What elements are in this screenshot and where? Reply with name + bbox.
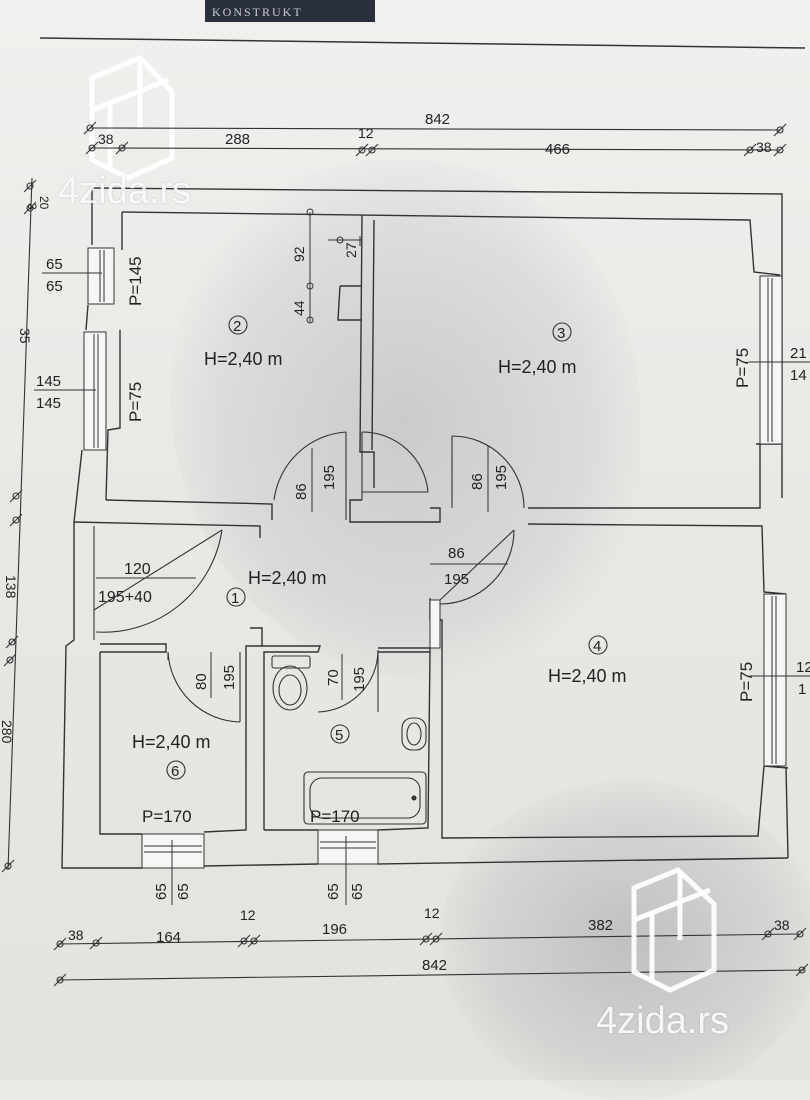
left-dim-3: 35: [17, 328, 33, 344]
bottom-seg-2: 164: [156, 929, 181, 946]
watermark-logo-top: [89, 55, 175, 181]
top-seg-4: 466: [545, 141, 570, 158]
bottom-seg-7: 38: [774, 917, 790, 933]
room-3-number: 3: [557, 325, 565, 342]
window-sill-room4: P=75: [737, 662, 756, 702]
window-room2-lower-height: 145: [36, 395, 61, 412]
room-4-height: H=2,40 m: [548, 666, 627, 686]
watermark-logo-bottom: [631, 867, 717, 993]
chimney-depth: 44: [291, 300, 307, 316]
chimney-width: 92: [291, 246, 307, 262]
bottom-seg-3: 12: [240, 907, 256, 923]
windows: [83, 247, 787, 869]
door-dimension-lines: [96, 446, 508, 700]
bottom-window-lines: [171, 836, 347, 905]
top-seg-2: 288: [225, 131, 250, 148]
top-total-dim: 842: [425, 111, 450, 128]
bathtub-icon: [303, 771, 427, 825]
toilet-tank: [271, 655, 311, 669]
header-title: KONSTRUKT: [212, 5, 303, 19]
bottom-total-dim: 842: [422, 957, 447, 974]
left-dim-2: 3: [25, 203, 39, 210]
window-room6-height: 65: [175, 883, 192, 900]
watermark-text-top: 4zida.rs: [58, 170, 192, 212]
window-sill-room6: P=170: [142, 807, 192, 826]
left-dimension-line: [1, 177, 37, 873]
bottom-seg-1: 38: [68, 927, 84, 943]
right-dim-bottom-2: 1: [798, 681, 806, 698]
door-room5-height: 195: [351, 667, 368, 692]
right-dim-top-1: 21: [790, 345, 807, 362]
door-swings: [93, 431, 525, 723]
door-room2-width: 86: [293, 483, 310, 500]
door-room6-height: 195: [221, 665, 238, 690]
toilet-bowl: [272, 665, 308, 711]
watermark-text-bottom: 4zida.rs: [596, 1000, 730, 1042]
door-room5-width: 70: [325, 669, 342, 686]
shadow-overlay: [440, 780, 810, 1100]
window-room6-width: 65: [153, 883, 170, 900]
left-window-fractions: [34, 272, 102, 391]
room-6-height: H=2,40 m: [132, 732, 211, 752]
door-entrance-width: 120: [124, 561, 151, 578]
sink-icon: [401, 717, 427, 751]
header-strip: [205, 0, 375, 22]
room-4-number: 4: [593, 638, 601, 655]
window-room2-upper-width: 65: [46, 256, 63, 273]
chimney-dimension: [306, 208, 362, 324]
window-sill-room2-lower: P=75: [126, 382, 145, 422]
shadow-overlay: [170, 160, 640, 680]
window-sill-room3: P=75: [733, 348, 752, 388]
window-room2-upper-height: 65: [46, 278, 63, 295]
left-dim-1: 20: [37, 196, 51, 210]
door-room4-width: 86: [448, 545, 465, 562]
room-5-number: 5: [335, 727, 343, 744]
window-room5-height: 65: [349, 883, 366, 900]
top-dimension-lines: [83, 121, 787, 157]
room-6-number: 6: [171, 763, 179, 780]
top-seg-1: 38: [98, 131, 114, 147]
right-dim-top-2: 14: [790, 367, 807, 384]
page-rule: [39, 37, 806, 49]
top-seg-3: 12: [358, 125, 374, 141]
bottom-dimension-lines: [53, 927, 809, 987]
door-room3-height: 195: [493, 465, 510, 490]
top-seg-5: 38: [756, 139, 772, 155]
room-1-height: H=2,40 m: [248, 568, 327, 588]
door-entrance-height: 195+40: [98, 589, 152, 606]
door-room2-height: 195: [321, 465, 338, 490]
room-2-number: 2: [233, 318, 241, 335]
bottom-seg-5: 12: [424, 905, 440, 921]
bottom-seg-4: 196: [322, 921, 347, 938]
bathroom-fixtures: [271, 655, 427, 825]
exterior-walls: [61, 187, 789, 869]
room-3-height: H=2,40 m: [498, 357, 577, 377]
room-2-height: H=2,40 m: [204, 349, 283, 369]
room-number-circles: [166, 315, 608, 780]
door-room6-width: 80: [193, 673, 210, 690]
right-dim-bottom-1: 12: [796, 659, 810, 676]
left-dim-5: 280: [0, 720, 15, 744]
window-room2-lower-width: 145: [36, 373, 61, 390]
bottom-seg-6: 382: [588, 917, 613, 934]
room-1-number: 1: [231, 590, 239, 607]
left-dim-4: 138: [3, 575, 19, 599]
window-sill-room5: P=170: [310, 807, 360, 826]
window-sill-room2-upper: P=145: [126, 256, 145, 306]
door-room3-width: 86: [469, 473, 486, 490]
door-room4-height: 195: [444, 571, 469, 588]
chimney-offset: 27: [343, 242, 359, 258]
window-room5-width: 65: [325, 883, 342, 900]
